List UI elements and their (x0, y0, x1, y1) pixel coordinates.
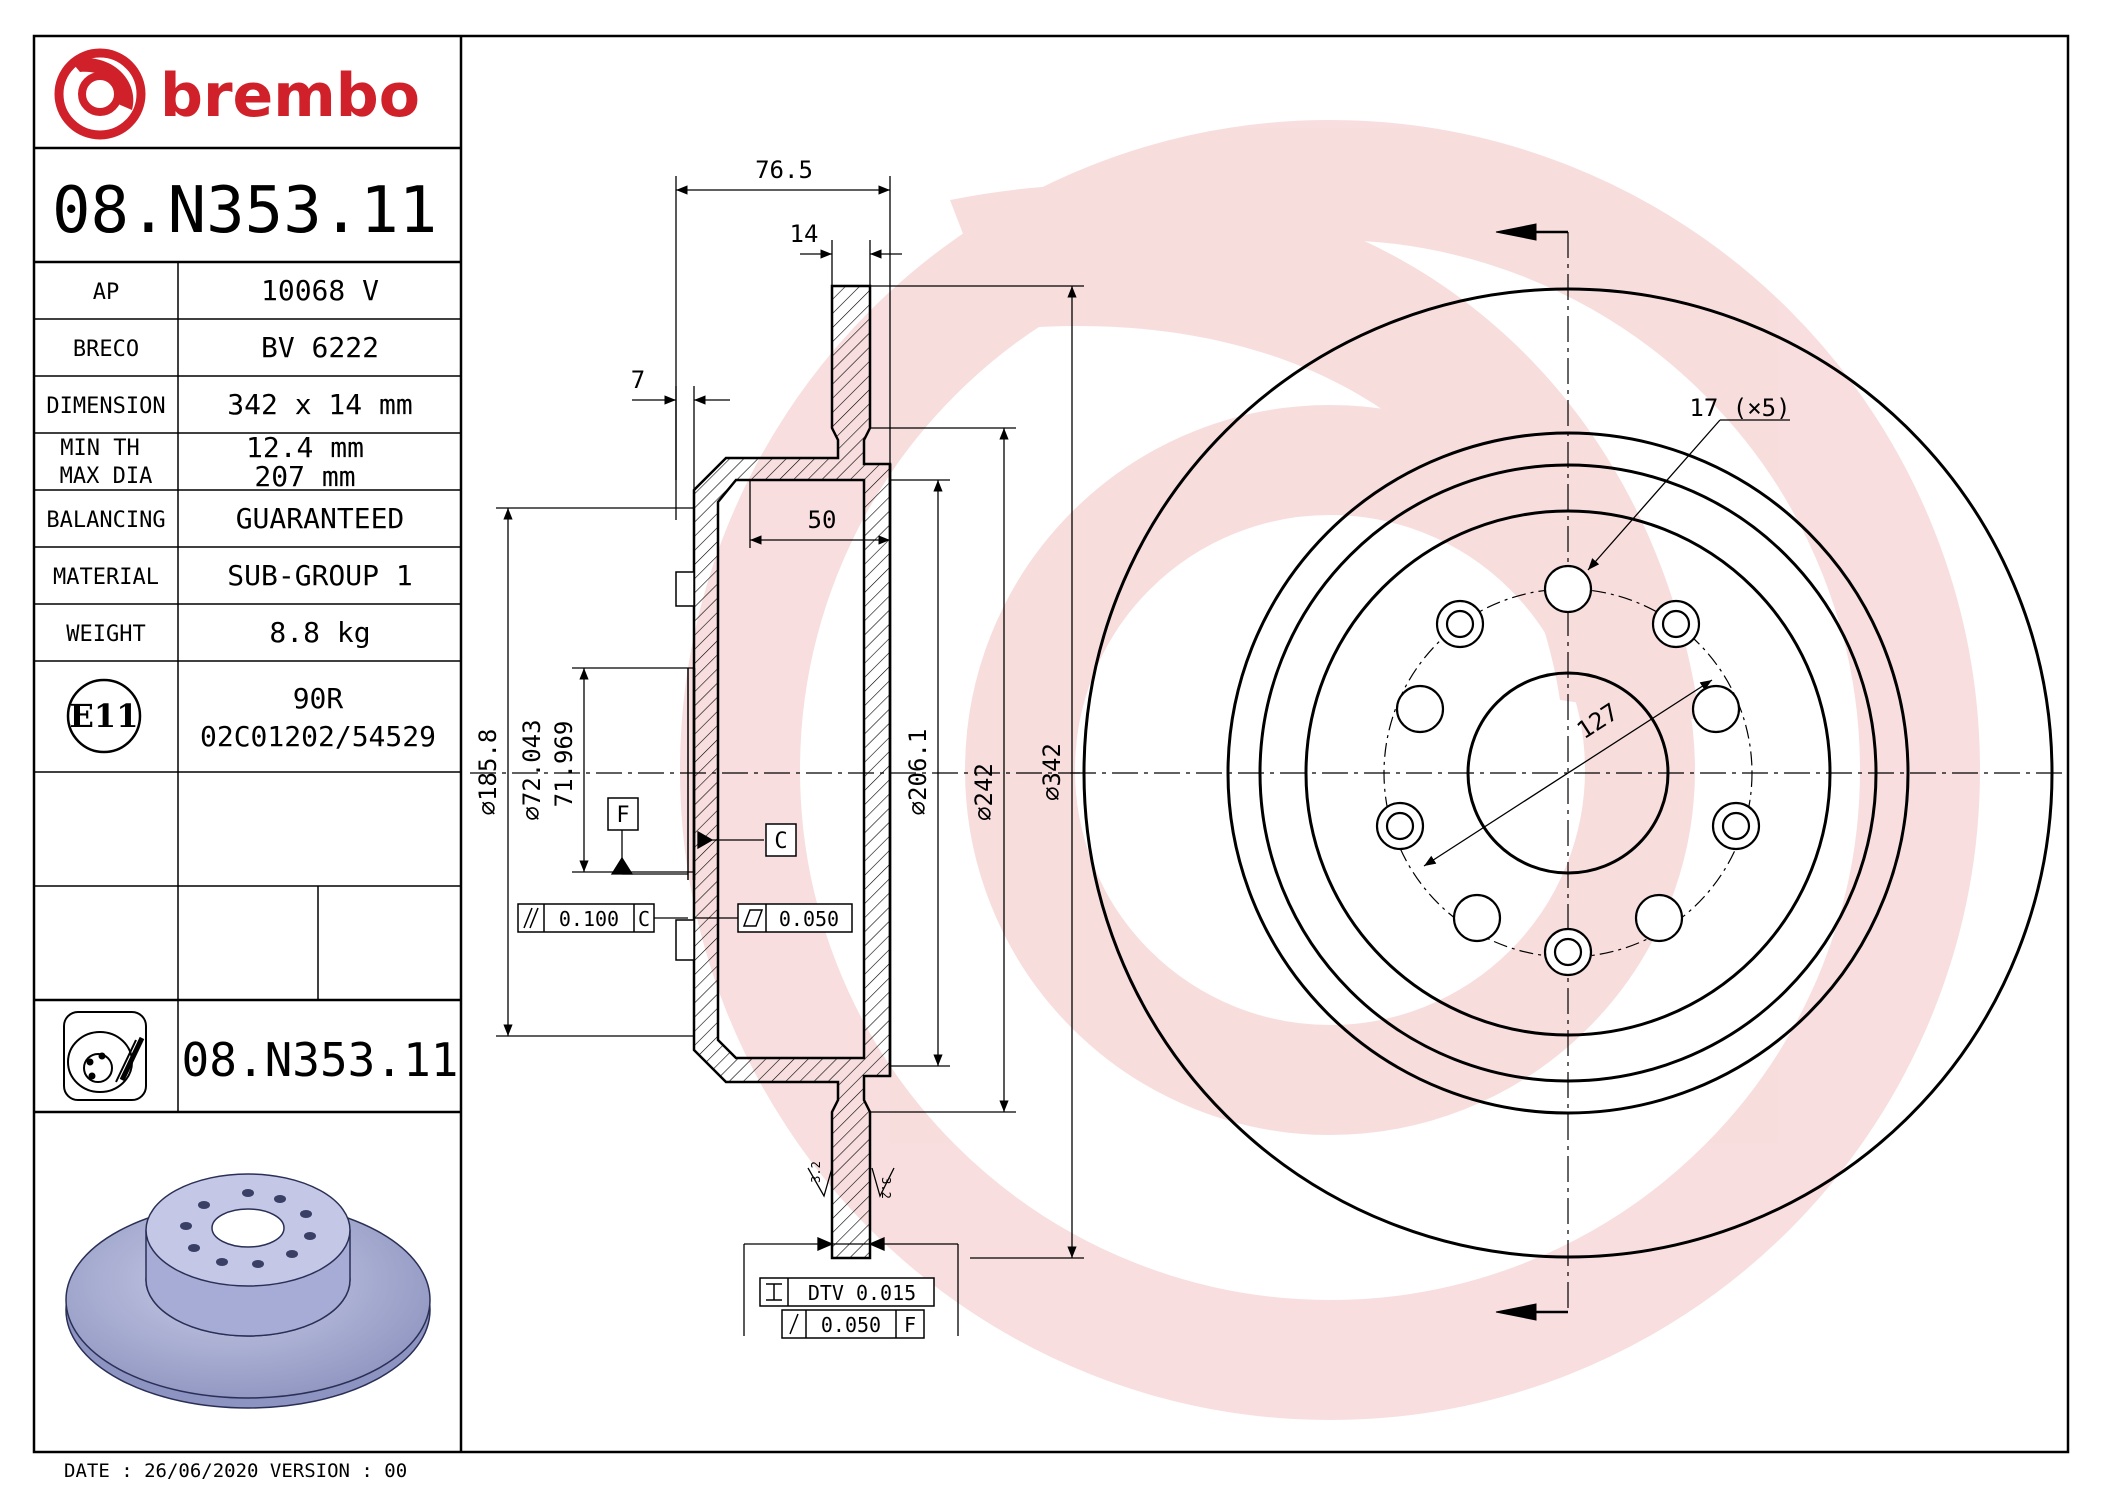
hole-bolt (1543, 927, 1593, 977)
disc-3d-render (65, 1173, 431, 1409)
brake-disc-icon (63, 1011, 147, 1101)
approval-mark: E11 (66, 678, 142, 754)
front-dimensions (1423, 419, 1790, 867)
dim-d342-value: 342 (1038, 743, 1066, 786)
approval-mark-code: E11 (70, 697, 139, 735)
spec-value-material: SUB-GROUP 1 (227, 559, 412, 592)
datum-c-label: C (774, 829, 787, 854)
dim-bolt-hole: 17 (×5) (1689, 394, 1790, 422)
hole-bolt (1435, 599, 1485, 649)
spec-label-material: MATERIAL (53, 565, 159, 590)
parallelism-ref: C (638, 907, 650, 931)
hole-plain (1543, 564, 1593, 614)
dtv-value: DTV 0.015 (808, 1281, 916, 1305)
dim-disc-thickness: 14 (790, 220, 819, 248)
roughness-mark-1: 3.2 (809, 1161, 823, 1183)
sheet-border (32, 34, 2070, 1454)
spec-value-min-th: 12.4 mm (246, 431, 364, 464)
runout-ref: F (904, 1313, 916, 1337)
parallelism-value: 0.100 (559, 907, 619, 931)
dim-d185-value: 185.8 (474, 729, 502, 801)
date-version: DATE : 26/06/2020 VERSION : 00 (64, 1460, 407, 1482)
spec-label-max-dia: MAX DIA (60, 464, 153, 489)
datum-f-box: F (607, 797, 639, 831)
runout-value: 0.050 (821, 1313, 881, 1337)
roughness-mark-2: 3.2 (879, 1177, 893, 1199)
dim-d342: ⌀342 (1038, 743, 1066, 801)
part-number: 08.N353.11 (52, 174, 437, 248)
datum-c-box: C (765, 823, 797, 857)
hole-plain (1452, 893, 1502, 943)
hole-plain (1395, 684, 1445, 734)
parallelism-frame (517, 903, 655, 933)
spec-value-ap: 10068 V (261, 274, 379, 307)
spec-value-max-dia: 207 mm (254, 460, 355, 493)
brembo-logo: brembo (54, 48, 420, 140)
hole-bolt (1651, 599, 1701, 649)
spec-value-weight: 8.8 kg (269, 616, 370, 649)
section-dimensions (496, 176, 1084, 1336)
dim-hat-thickness: 7 (631, 366, 645, 394)
spec-label-balancing: BALANCING (46, 508, 165, 533)
dim-d242-value: 242 (970, 763, 998, 806)
flatness-frame (737, 903, 853, 933)
brembo-logo-mark (54, 48, 146, 140)
spec-label-min-th: MIN TH (60, 436, 139, 461)
dim-d206-value: 206.1 (904, 729, 932, 801)
approval-line-2: 02C01202/54529 (200, 720, 436, 753)
spec-label-ap: AP (93, 280, 120, 305)
dim-overall-width: 76.5 (755, 156, 813, 184)
hole-plain (1691, 684, 1741, 734)
spec-label-breco: BRECO (73, 337, 139, 362)
dim-d72b: 71.969 (550, 721, 578, 808)
title-block (34, 146, 461, 1114)
spec-value-breco: BV 6222 (261, 331, 379, 364)
spec-value-balancing: GUARANTEED (236, 502, 405, 535)
disc-section-view (470, 284, 1080, 1260)
brand-name: brembo (160, 61, 420, 131)
dtv-frame (759, 1277, 935, 1307)
hole-bolt (1375, 801, 1425, 851)
dim-hat-depth: 50 (808, 506, 837, 534)
hole-bolt (1711, 801, 1761, 851)
dim-d72a-value: 72.043 (518, 719, 546, 806)
dim-d206: ⌀206.1 (904, 729, 932, 816)
footer-part-number: 08.N353.11 (182, 1033, 459, 1087)
spec-value-dimension: 342 x 14 mm (227, 388, 412, 421)
section-hatch (692, 284, 892, 1260)
hole-plain (1634, 893, 1684, 943)
datum-f-label: F (616, 803, 629, 828)
approval-line-1: 90R (293, 682, 344, 715)
dim-d185: ⌀185.8 (474, 729, 502, 816)
spec-label-dimension: DIMENSION (46, 394, 165, 419)
bolt-holes (1375, 564, 1761, 977)
dim-d242: ⌀242 (970, 763, 998, 821)
spec-label-weight: WEIGHT (66, 622, 145, 647)
dim-d72a: ⌀72.043 (518, 719, 546, 820)
flatness-value: 0.050 (779, 907, 839, 931)
runout-frame (781, 1309, 925, 1339)
